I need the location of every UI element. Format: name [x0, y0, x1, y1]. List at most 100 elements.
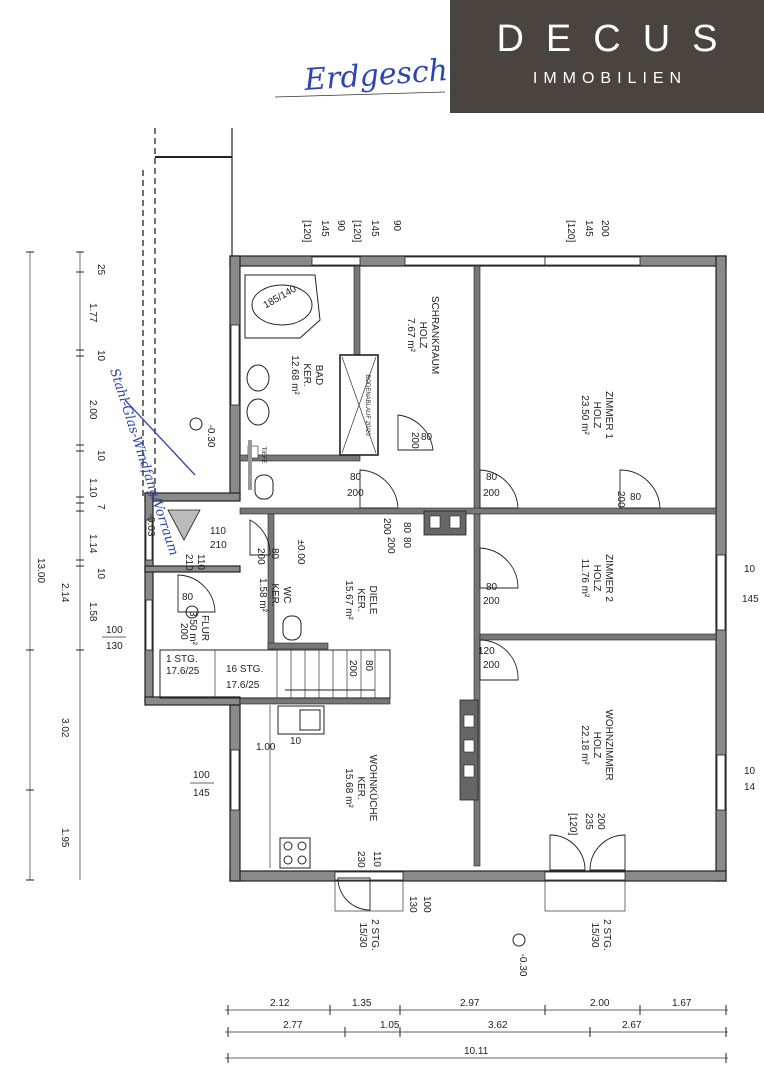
bodenablauf-cross	[341, 356, 377, 454]
window-mark: 14	[744, 782, 756, 793]
door-height: 200	[483, 596, 500, 607]
dim-left-outer: 3.02	[59, 718, 70, 738]
stg-left-label: 2 STG.	[369, 919, 380, 951]
window	[404, 256, 546, 266]
door-width: 100	[421, 896, 432, 913]
door-width: 110	[195, 554, 206, 570]
wall-interior	[239, 507, 717, 515]
dim-bottom-row2: 3.62	[488, 1020, 508, 1031]
dim-bottom-row2: 2.77	[283, 1020, 303, 1031]
window	[334, 871, 404, 881]
sink	[246, 364, 270, 392]
door-swing	[397, 414, 434, 451]
level-label: ±0.00	[295, 540, 306, 565]
door-swing	[249, 519, 271, 556]
door-width: 80	[401, 537, 412, 549]
window-mark: 145	[369, 220, 380, 237]
room-wohnzimmer-floor: HOLZ	[591, 732, 602, 759]
room-wc-name: WC	[281, 587, 292, 604]
door-height: 230	[355, 851, 366, 868]
title-underline	[274, 91, 446, 98]
dim-bottom-row1: 1.67	[672, 998, 692, 1009]
stove-burner	[297, 855, 307, 865]
window	[544, 256, 641, 266]
terrace-step	[544, 880, 626, 912]
window-mark: 200	[595, 813, 606, 830]
stove-burner	[283, 841, 293, 851]
room-bad-name: BAD	[313, 365, 324, 386]
level-marker	[512, 933, 526, 947]
door-swing	[549, 834, 586, 871]
window	[230, 749, 240, 811]
stair1-label: 1 STG.	[166, 654, 198, 665]
wall-bottom	[229, 870, 727, 882]
wc-toilet	[282, 615, 302, 641]
room-wohnzimmer-area: 22.18 m²	[579, 725, 590, 765]
room-schrankraum-name: SCHRANKRAUM	[429, 296, 440, 374]
door-width: 80	[350, 472, 362, 483]
room-zimmer1-floor: HOLZ	[591, 402, 602, 429]
level-marker	[185, 605, 199, 619]
door-width: 80	[630, 492, 642, 503]
room-wohnkueche-floor: KER.	[355, 776, 366, 799]
room-bad-floor: KER.	[301, 363, 312, 386]
level-label: -0.03	[145, 514, 156, 537]
chimney-flue	[429, 515, 441, 529]
dim-bottom-row1: 2.97	[460, 998, 480, 1009]
room-flur-name: FLUR	[199, 615, 210, 641]
level-label: -0.30	[517, 954, 528, 977]
window-mark: 145	[319, 220, 330, 237]
logo-subtitle: IMMOBILIEN	[532, 70, 688, 87]
dim-left-inner: 10	[95, 450, 106, 462]
window-mark: 145	[193, 788, 210, 799]
window	[311, 256, 361, 266]
door-width: 120	[478, 646, 495, 657]
door-swing	[479, 547, 519, 589]
room-diele-name: DIELE	[367, 586, 378, 615]
dim-left-outer: 13.00	[35, 558, 46, 583]
door-height: 200	[385, 537, 396, 554]
wall-vestibule-mid	[144, 565, 241, 573]
door-swing	[337, 877, 371, 911]
kitchen-sink-basin	[299, 709, 321, 731]
decus-logo: DECUS IMMOBILIEN	[450, 0, 764, 113]
window-mark: 130	[106, 641, 123, 652]
stg-right-size: 15/30	[589, 922, 600, 947]
window-mark: 10	[744, 766, 756, 777]
dim-bottom-row2: 2.67	[622, 1020, 642, 1031]
door-width: 80	[401, 522, 412, 534]
dim-left-outer: 1.95	[59, 828, 70, 848]
dim-left-inner: 7	[95, 504, 106, 510]
window-mark: 90	[335, 220, 346, 232]
sink	[246, 398, 270, 426]
dim-bottom-row1: 1.35	[352, 998, 372, 1009]
dim-bottom-row2: 1.05	[380, 1020, 400, 1031]
kitchen-sink	[277, 705, 325, 735]
dim-bottom-row1: 2.12	[270, 998, 290, 1009]
window	[716, 554, 726, 631]
window-mark: 145	[742, 594, 759, 605]
door-width: 80	[486, 472, 498, 483]
stove-burner	[297, 841, 307, 851]
window	[145, 599, 153, 651]
door-height: 200	[483, 660, 500, 671]
stg-right-label: 2 STG.	[601, 919, 612, 951]
window-mark: [120]	[567, 813, 578, 835]
door-height: 130	[407, 896, 418, 913]
window-mark: [120]	[301, 220, 312, 242]
window-mark: [120]	[351, 220, 362, 242]
floor-title-handwritten: Erdgesch	[302, 53, 449, 98]
door-width: 80	[269, 548, 280, 560]
room-wohnkueche-name: WOHNKÜCHE	[367, 755, 379, 822]
door-height: 210	[210, 540, 227, 551]
dim-left-inner: 25	[95, 264, 106, 276]
wall-interior	[267, 642, 329, 650]
window-mark: 90	[391, 220, 402, 232]
room-label-group: BAD KER. 12.68 m² SCHRANKRAUM HOLZ 7.67 …	[187, 296, 614, 822]
stair16-label: 16 STG.	[226, 664, 263, 675]
window-mark: 100	[193, 770, 210, 781]
door-width: 80	[363, 660, 374, 672]
dim-left-inner: 1.10	[87, 478, 98, 498]
wall-interior	[239, 697, 391, 705]
